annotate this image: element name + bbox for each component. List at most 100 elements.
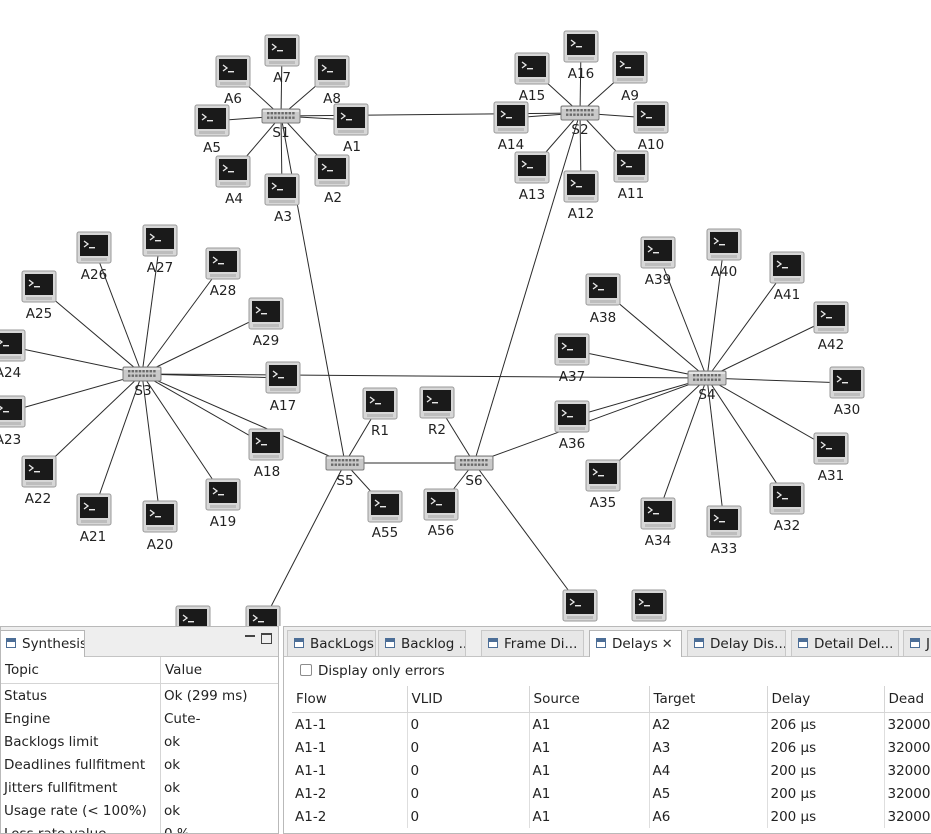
r1-terminal-icon[interactable] xyxy=(362,387,398,420)
node-label-s3: S3 xyxy=(134,383,151,399)
a13-terminal-icon[interactable] xyxy=(514,151,550,184)
r2-terminal-icon[interactable] xyxy=(419,386,455,419)
a27-terminal-icon[interactable] xyxy=(142,224,178,257)
a18-terminal-icon[interactable] xyxy=(248,428,284,461)
column-header-value[interactable]: Value xyxy=(160,657,278,684)
tab-delays[interactable]: Delays✕ xyxy=(589,630,682,657)
a29-terminal-icon[interactable] xyxy=(248,297,284,330)
a19-terminal-icon[interactable] xyxy=(205,478,241,511)
node-label-a23: A23 xyxy=(0,432,21,448)
a6-terminal-icon[interactable] xyxy=(215,55,251,88)
a1-terminal-icon[interactable] xyxy=(333,103,369,136)
node-label-a1: A1 xyxy=(343,139,361,155)
s2-switch-icon[interactable] xyxy=(560,105,600,121)
node-label-a29: A29 xyxy=(253,333,279,349)
a12-terminal-icon[interactable] xyxy=(563,170,599,203)
a11-terminal-icon[interactable] xyxy=(613,150,649,183)
a20-terminal-icon[interactable] xyxy=(142,500,178,533)
a22-terminal-icon[interactable] xyxy=(21,455,57,488)
tab-frame-di[interactable]: Frame Di... xyxy=(481,630,584,656)
maximize-icon[interactable] xyxy=(261,633,272,644)
a42-terminal-icon[interactable] xyxy=(813,301,849,334)
a17-terminal-icon[interactable] xyxy=(265,361,301,394)
a25-terminal-icon[interactable] xyxy=(21,270,57,303)
tab-backlog[interactable]: Backlog ... xyxy=(378,630,466,656)
a8-terminal-icon[interactable] xyxy=(314,55,350,88)
a40-terminal-icon[interactable] xyxy=(706,228,742,261)
a26-terminal-icon[interactable] xyxy=(76,231,112,264)
tab-jitt[interactable]: Jitt xyxy=(903,630,931,656)
a30-terminal-icon[interactable] xyxy=(829,366,865,399)
offscreen-terminal-icon[interactable] xyxy=(245,605,281,626)
minimize-icon[interactable] xyxy=(245,635,255,637)
node-label-a38: A38 xyxy=(590,310,616,326)
tab-synthesis[interactable]: Synthesis xyxy=(1,630,85,657)
column-header-topic[interactable]: Topic xyxy=(1,657,161,684)
a56-terminal-icon[interactable] xyxy=(423,488,459,521)
a32-terminal-icon[interactable] xyxy=(769,482,805,515)
a5-terminal-icon[interactable] xyxy=(194,104,230,137)
tab-backlogs[interactable]: BackLogs xyxy=(287,630,376,656)
a24-terminal-icon[interactable] xyxy=(0,329,26,362)
errors-only-checkbox[interactable] xyxy=(300,664,312,676)
offscreen-terminal-icon[interactable] xyxy=(631,589,667,622)
a41-terminal-icon[interactable] xyxy=(769,251,805,284)
a14-terminal-icon[interactable] xyxy=(493,101,529,134)
column-header-target[interactable]: Target xyxy=(649,686,768,713)
a15-terminal-icon[interactable] xyxy=(514,52,550,85)
column-header-flow[interactable]: Flow xyxy=(292,686,408,713)
s4-switch-icon[interactable] xyxy=(687,370,727,386)
table-row[interactable]: Usage rate (< 100%)ok xyxy=(1,799,278,822)
a16-terminal-icon[interactable] xyxy=(563,30,599,63)
a37-terminal-icon[interactable] xyxy=(554,333,590,366)
a55-terminal-icon[interactable] xyxy=(367,490,403,523)
node-label-a4: A4 xyxy=(225,191,243,207)
a3-terminal-icon[interactable] xyxy=(264,173,300,206)
a2-terminal-icon[interactable] xyxy=(314,154,350,187)
a7-terminal-icon[interactable] xyxy=(264,34,300,67)
a23-terminal-icon[interactable] xyxy=(0,395,26,428)
a28-terminal-icon[interactable] xyxy=(205,247,241,280)
errors-only-option[interactable]: Display only errors xyxy=(300,661,445,681)
a34-terminal-icon[interactable] xyxy=(640,497,676,530)
s5-switch-icon[interactable] xyxy=(325,455,365,471)
offscreen-terminal-icon[interactable] xyxy=(175,605,211,626)
a9-terminal-icon[interactable] xyxy=(612,51,648,84)
tab-delay-dis[interactable]: Delay Dis... xyxy=(687,630,786,656)
close-icon[interactable]: ✕ xyxy=(661,637,673,652)
a36-terminal-icon[interactable] xyxy=(554,400,590,433)
column-header-dead[interactable]: Dead xyxy=(884,686,931,713)
column-header-vlid[interactable]: VLID xyxy=(407,686,530,713)
offscreen-terminal-icon[interactable] xyxy=(562,589,598,622)
a33-terminal-icon[interactable] xyxy=(706,505,742,538)
a21-terminal-icon[interactable] xyxy=(76,493,112,526)
s1-switch-icon[interactable] xyxy=(261,108,301,124)
a39-terminal-icon[interactable] xyxy=(640,236,676,269)
cell-target: A5 xyxy=(649,782,768,805)
s3-switch-icon[interactable] xyxy=(122,366,162,382)
column-header-source[interactable]: Source xyxy=(529,686,650,713)
s6-switch-icon[interactable] xyxy=(454,455,494,471)
tab-detail-del[interactable]: Detail Del... xyxy=(791,630,899,656)
a4-terminal-icon[interactable] xyxy=(215,155,251,188)
link-s4-a36 xyxy=(571,377,708,418)
a31-terminal-icon[interactable] xyxy=(813,432,849,465)
column-header-delay[interactable]: Delay xyxy=(767,686,885,713)
a35-terminal-icon[interactable] xyxy=(585,459,621,492)
a38-terminal-icon[interactable] xyxy=(585,273,621,306)
link-offscreen xyxy=(262,462,346,623)
a10-terminal-icon[interactable] xyxy=(633,101,669,134)
